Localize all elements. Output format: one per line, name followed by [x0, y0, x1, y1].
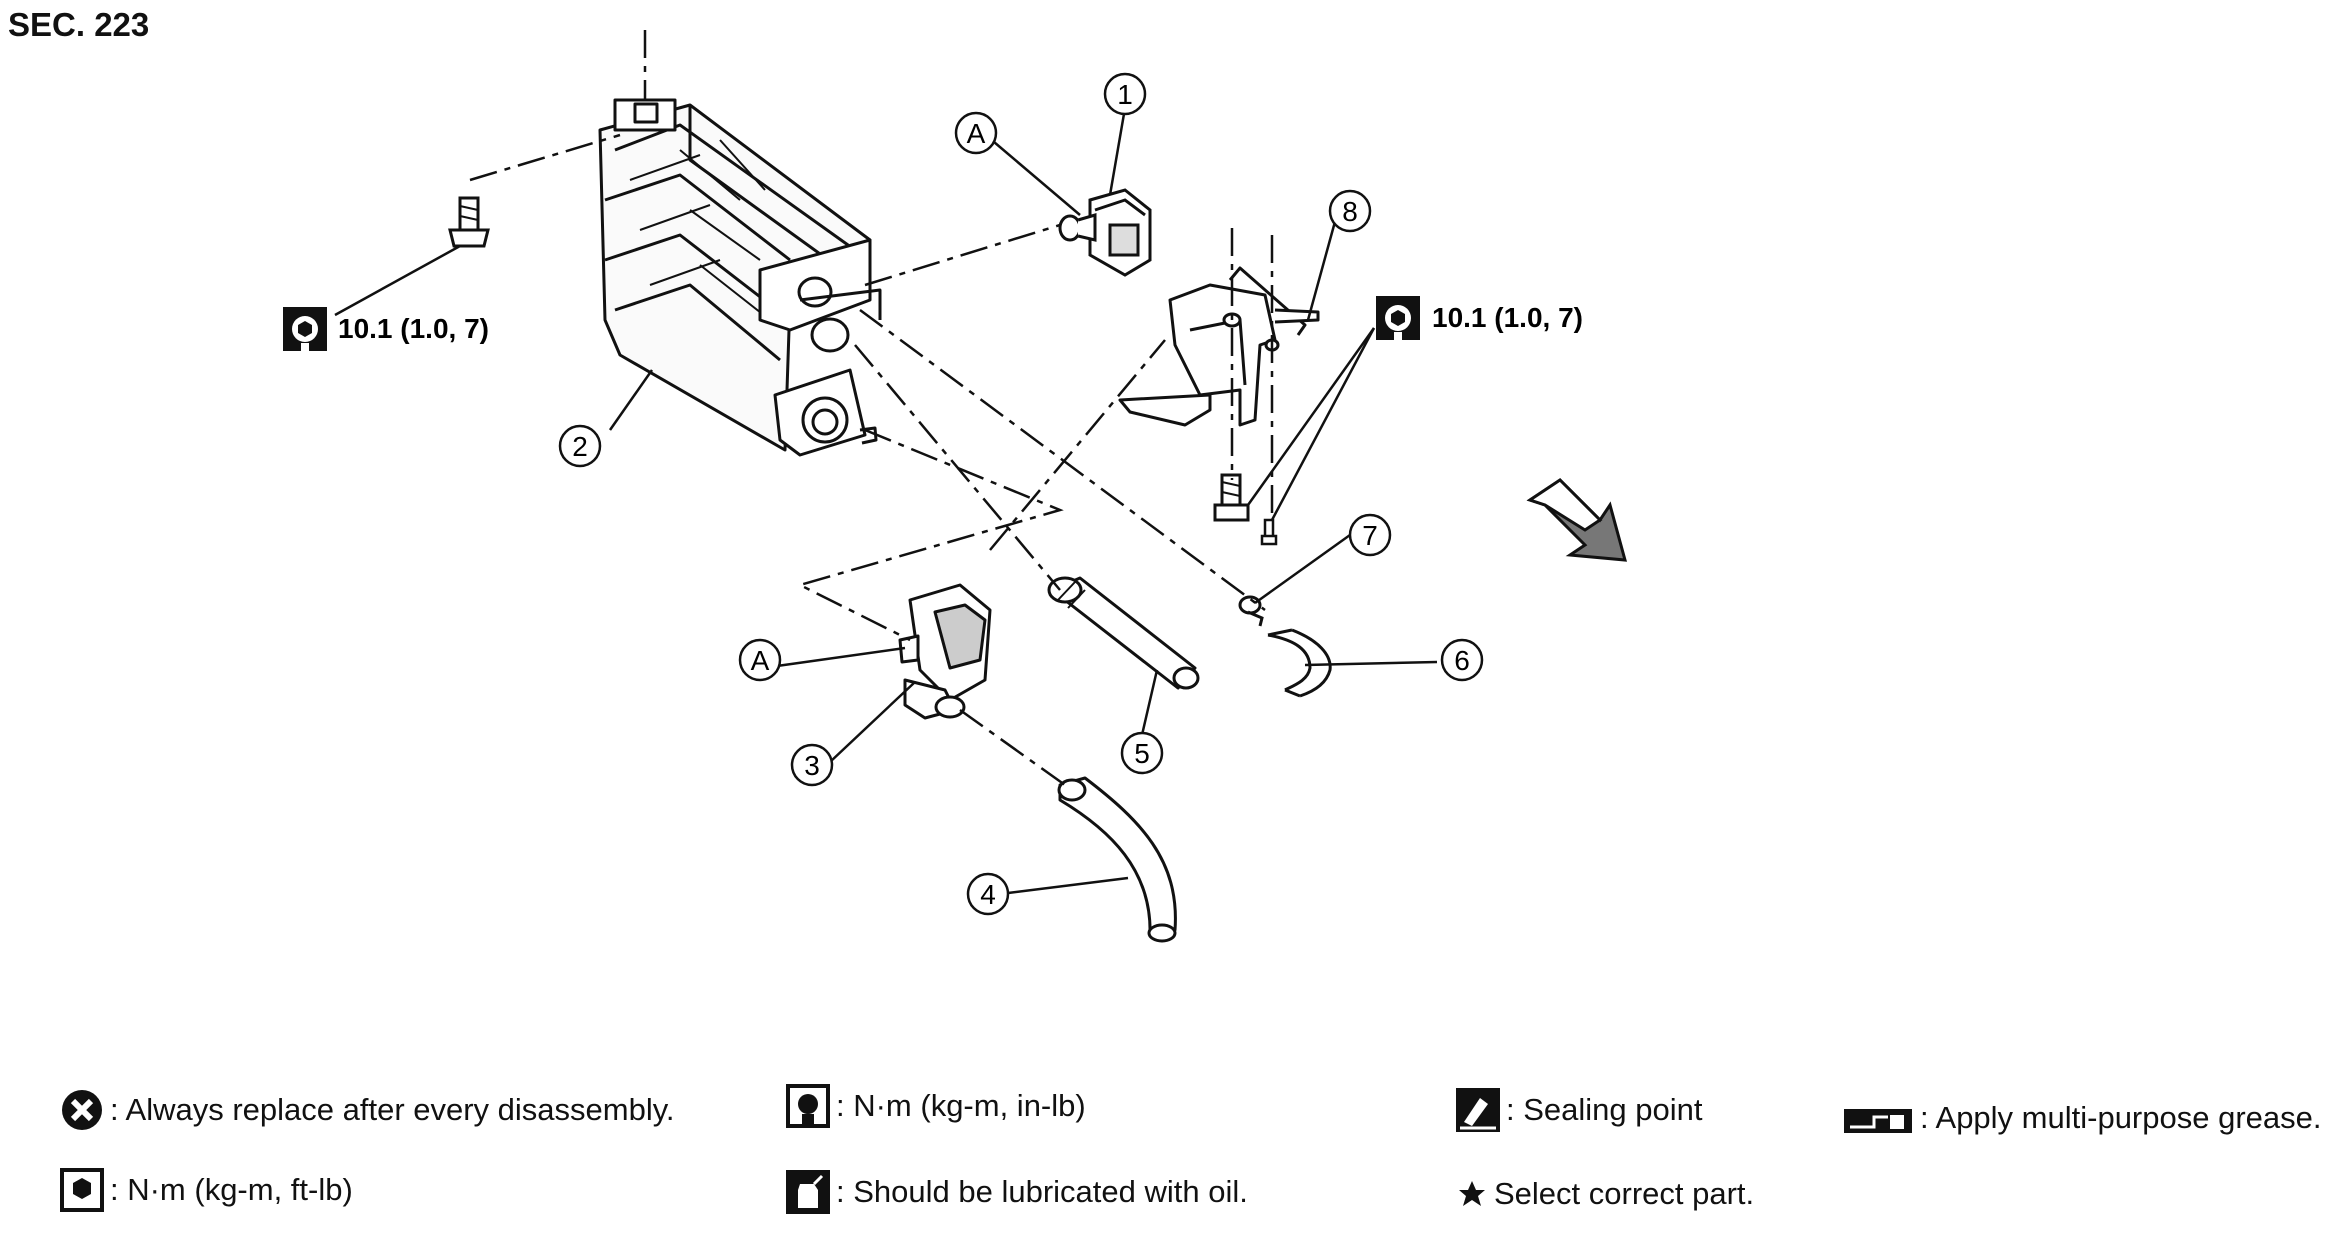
legend-select-part: Select correct part. — [1456, 1172, 1754, 1216]
svg-text:7: 7 — [1362, 520, 1378, 551]
torque-wrench-icon — [283, 307, 327, 351]
legend-torque-ft-lb: : N·m (kg-m, ft-lb) — [60, 1168, 353, 1212]
callout-5: 5 — [1120, 731, 1164, 775]
cross-circle-icon — [60, 1088, 104, 1132]
hose-clip — [1238, 595, 1264, 627]
hose-5 — [1047, 576, 1200, 690]
legend-text: : Should be lubricated with oil. — [836, 1174, 1248, 1209]
svg-text:1: 1 — [1117, 79, 1133, 110]
svg-text:3: 3 — [804, 750, 820, 781]
callout-a-sensor: A — [954, 111, 998, 155]
section-label: SEC. 223 — [8, 6, 150, 43]
legend-text: : Apply multi-purpose grease. — [1920, 1100, 2322, 1135]
canister-bolt — [448, 196, 490, 248]
legend-lubricate-oil: : Should be lubricated with oil. — [786, 1170, 1248, 1214]
vent-control-valve — [898, 583, 992, 720]
legend-text: : N·m (kg-m, ft-lb) — [110, 1172, 353, 1207]
callout-7: 7 — [1348, 513, 1392, 557]
torque-spec-left: 10.1 (1.0, 7) — [283, 307, 489, 351]
torque-ft-lb-icon — [60, 1168, 104, 1212]
grease-icon — [1842, 1096, 1914, 1140]
pressure-sensor — [1058, 188, 1152, 277]
torque-in-lb-icon — [786, 1084, 830, 1128]
legend-text: : N·m (kg-m, in-lb) — [836, 1088, 1086, 1123]
svg-text:6: 6 — [1454, 645, 1470, 676]
small-bracket-bolt — [1260, 518, 1278, 546]
callout-8: 8 — [1328, 189, 1372, 233]
callout-1: 1 — [1103, 72, 1147, 116]
hose-4 — [1057, 776, 1177, 943]
bracket — [1118, 266, 1320, 427]
legend-grease: : Apply multi-purpose grease. — [1842, 1096, 2322, 1140]
callout-6: 6 — [1440, 638, 1484, 682]
svg-text:10.1 (1.0, 7): 10.1 (1.0, 7) — [1432, 302, 1583, 333]
callout-3: 3 — [790, 743, 834, 787]
front-arrow-icon — [1526, 478, 1628, 562]
callout-4: 4 — [966, 872, 1010, 916]
legend-always-replace: : Always replace after every disassembly… — [60, 1088, 675, 1132]
svg-text:10.1 (1.0, 7): 10.1 (1.0, 7) — [338, 313, 489, 344]
svg-text:A: A — [967, 118, 986, 149]
torque-wrench-icon — [1376, 296, 1420, 340]
assembly-lines — [469, 30, 1274, 787]
oil-can-icon — [786, 1170, 830, 1214]
sealing-point-icon — [1456, 1088, 1500, 1132]
svg-text:A: A — [751, 645, 770, 676]
leader-lines — [334, 107, 1438, 895]
callout-2: 2 — [558, 424, 602, 468]
svg-text:4: 4 — [980, 879, 996, 910]
svg-text:2: 2 — [572, 431, 588, 462]
hose-6 — [1267, 628, 1332, 698]
legend-torque-in-lb: : N·m (kg-m, in-lb) — [786, 1084, 1086, 1128]
svg-text:5: 5 — [1134, 738, 1150, 769]
bracket-bolt — [1213, 473, 1250, 522]
legend-sealing-point: : Sealing point — [1456, 1088, 1702, 1132]
torque-spec-right: 10.1 (1.0, 7) — [1376, 296, 1583, 340]
svg-text:8: 8 — [1342, 196, 1358, 227]
legend-text: Select correct part. — [1494, 1176, 1755, 1211]
evap-canister — [598, 98, 882, 457]
legend-text: : Sealing point — [1506, 1092, 1703, 1127]
callout-a-valve: A — [738, 638, 782, 682]
star-icon — [1456, 1172, 1488, 1216]
legend-text: : Always replace after every disassembly… — [110, 1092, 675, 1127]
